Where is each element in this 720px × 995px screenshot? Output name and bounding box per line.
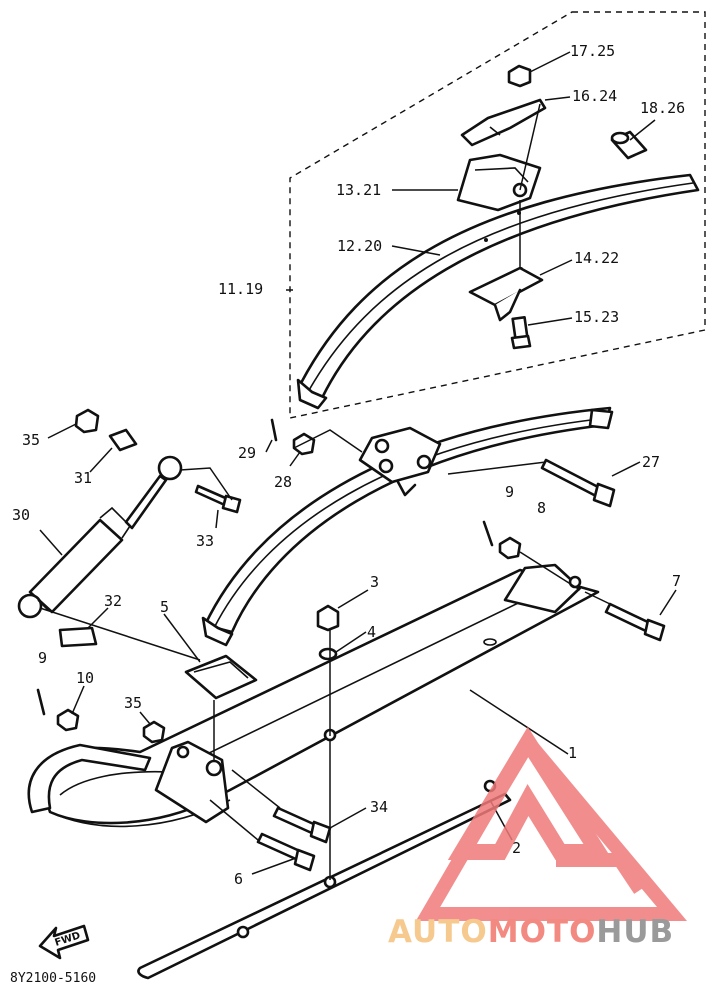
wear-bar (137, 779, 512, 980)
ski-front-bracket (154, 740, 230, 824)
label-32: 32 (104, 592, 122, 610)
label-17-25: 17.25 (570, 42, 615, 60)
castle-nut (292, 432, 316, 456)
label-6: 6 (234, 870, 243, 888)
subassembly-boundary (289, 11, 706, 419)
spring-plate-upper (460, 98, 547, 147)
part-labels: 17.25 16.24 18.26 13.21 12.20 11.19 14.2… (12, 42, 685, 888)
nut-upper (507, 64, 532, 88)
upper-leaf-spring (296, 173, 700, 410)
nut-10 (56, 708, 80, 732)
label-2: 2 (512, 839, 521, 857)
spring-bolt-upper (510, 315, 532, 350)
label-13-21: 13.21 (336, 181, 381, 199)
cotter-pin-9-upper (482, 520, 494, 547)
label-7: 7 (672, 572, 681, 590)
watermark-moto: MOTO (488, 914, 597, 950)
watermark-auto: AUTO (388, 914, 488, 950)
watermark-logo-icon (415, 726, 687, 921)
spring-bolt-27 (540, 458, 616, 508)
washer-4 (318, 647, 338, 661)
watermark-hub: HUB (596, 914, 674, 950)
label-35-upper: 35 (22, 431, 40, 449)
leader-lines (39, 51, 677, 880)
nut-35-lower (142, 720, 166, 744)
label-18-26: 18.26 (640, 99, 685, 117)
label-3: 3 (370, 573, 379, 591)
spring-plate-lower (468, 266, 544, 322)
bolt-6 (256, 832, 316, 872)
label-31: 31 (74, 469, 92, 487)
bolt-34 (272, 806, 332, 844)
label-8: 8 (537, 499, 546, 517)
collar-32 (58, 626, 98, 648)
drawing-code: 8Y2100-5160 (10, 971, 96, 986)
spring-clamp-upper (456, 153, 542, 212)
label-15-23: 15.23 (574, 308, 619, 326)
label-28: 28 (274, 473, 292, 491)
label-35-lower: 35 (124, 694, 142, 712)
label-10: 10 (76, 669, 94, 687)
label-12-20: 12.20 (337, 237, 382, 255)
label-34: 34 (370, 798, 388, 816)
label-16-24: 16.24 (572, 87, 617, 105)
label-11-19: 11.19 (218, 280, 263, 298)
cotter-pin-9-lower (36, 688, 46, 716)
nut-8 (498, 536, 522, 560)
label-4: 4 (367, 623, 376, 641)
label-9-lower: 9 (38, 649, 47, 667)
label-27: 27 (642, 453, 660, 471)
label-1: 1 (568, 744, 577, 762)
label-9-upper: 9 (505, 483, 514, 501)
nut-3 (316, 604, 340, 632)
label-5: 5 (160, 598, 169, 616)
spring-pin-upper (610, 130, 648, 160)
collar-31 (108, 428, 138, 452)
watermark-text: AUTOMOTOHUB (388, 914, 674, 950)
cotter-pin-upper (270, 418, 278, 442)
bolt-7 (604, 602, 666, 642)
label-30: 30 (12, 506, 30, 524)
bracket-5 (184, 654, 258, 700)
lower-leaf-spring (201, 406, 614, 647)
label-33: 33 (196, 532, 214, 550)
spring-clamp-lower (358, 426, 442, 497)
shock-absorber (17, 455, 183, 619)
bolt-33 (194, 484, 242, 514)
fwd-arrow: FWD (38, 924, 90, 960)
label-14-22: 14.22 (574, 249, 619, 267)
label-29: 29 (238, 444, 256, 462)
nut-35-upper (74, 408, 100, 434)
